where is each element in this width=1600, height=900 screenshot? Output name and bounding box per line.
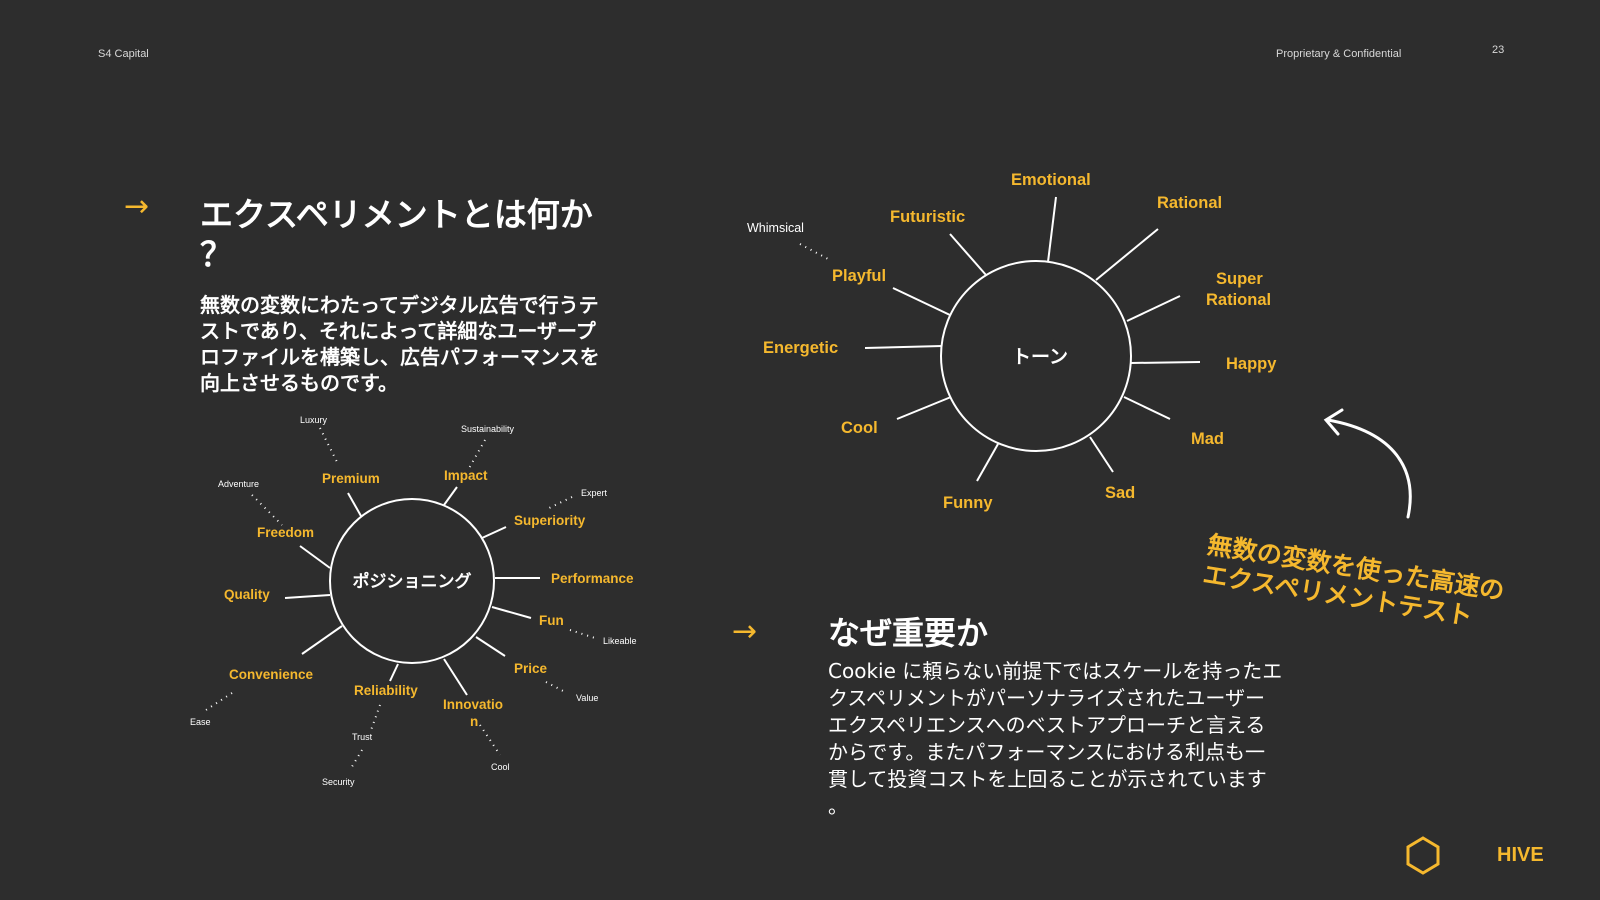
label-super: Super <box>1216 270 1263 288</box>
section1-body-line: ロファイルを構築し、広告パフォーマンスを <box>200 345 600 369</box>
hive-logo-icon <box>1406 836 1440 875</box>
label-premium: Premium <box>322 471 380 486</box>
curved-arrow-icon <box>1323 408 1412 519</box>
label-expert: Expert <box>581 488 608 498</box>
label-freedom: Freedom <box>257 525 314 540</box>
section2-body-line: 。 <box>828 794 848 818</box>
section2-body-line: Cookie に頼らない前提下ではスケールを持ったエ <box>828 659 1283 683</box>
label-likeable: Likeable <box>603 636 637 646</box>
section2-body: Cookie に頼らない前提下ではスケールを持ったエ クスペリメントがパーソナラ… <box>828 658 1282 820</box>
section1-title-line1: エクスペリメントとは何か <box>200 195 593 234</box>
hive-logo-text: HIVE <box>1497 844 1544 866</box>
label-price: Price <box>514 661 548 676</box>
label-ease: Ease <box>190 717 211 727</box>
section1-body: 無数の変数にわたってデジタル広告で行うテ ストであり、それによって詳細なユーザー… <box>200 292 600 396</box>
tone-center: トーン <box>1012 347 1068 368</box>
section2-body-line: エクスペリエンスへのベストアプローチと言える <box>828 713 1266 737</box>
svg-text:n: n <box>470 714 478 729</box>
label-superiority: Superiority <box>514 513 586 528</box>
section2-title: なぜ重要か <box>828 614 989 652</box>
label-luxury: Luxury <box>300 415 328 425</box>
label-convenience: Convenience <box>229 667 314 682</box>
label-sad: Sad <box>1105 484 1135 502</box>
section1-body-line: 無数の変数にわたってデジタル広告で行うテ <box>200 293 599 317</box>
label-rational: Rational <box>1157 194 1222 212</box>
section2-body-line: クスペリメントがパーソナライズされたユーザー <box>828 686 1265 710</box>
label-funny: Funny <box>943 494 993 512</box>
arrow-right-icon: → <box>124 189 150 224</box>
label-playful: Playful <box>832 267 886 285</box>
label-innovation: Innovatio <box>443 697 503 712</box>
label-adventure: Adventure <box>218 479 259 489</box>
label-super-rational: Rational <box>1206 291 1271 309</box>
section2-body-line: 貫して投資コストを上回ることが示されています <box>828 767 1267 791</box>
label-whimsical: Whimsical <box>747 221 804 235</box>
label-performance: Performance <box>551 571 634 586</box>
positioning-center: ポジショニング <box>353 571 472 591</box>
section1-title: エクスペリメントとは何か ？ <box>200 195 593 275</box>
header-company: S4 Capital <box>98 48 149 60</box>
label-happy: Happy <box>1226 355 1277 373</box>
label-emotional: Emotional <box>1011 171 1091 189</box>
arrow-right-icon: → <box>732 614 758 649</box>
label-cool-sub: Cool <box>491 762 510 772</box>
label-energetic: Energetic <box>763 339 838 357</box>
label-sustainability: Sustainability <box>461 424 515 434</box>
label-security: Security <box>322 777 355 787</box>
label-futuristic: Futuristic <box>890 208 965 226</box>
section2-body-line: からです。またパフォーマンスにおける利点も一 <box>828 740 1265 764</box>
label-value: Value <box>576 693 598 703</box>
section1-body-line: 向上させるものです。 <box>200 371 398 395</box>
section1-title-line2: ？ <box>200 235 233 274</box>
header-confidential: Proprietary & Confidential <box>1276 48 1402 60</box>
page-number: 23 <box>1492 44 1505 56</box>
label-fun: Fun <box>539 613 564 628</box>
label-cool: Cool <box>841 419 878 437</box>
section1-body-line: ストであり、それによって詳細なユーザープ <box>200 319 596 343</box>
label-reliability: Reliability <box>354 683 418 698</box>
label-trust: Trust <box>352 732 373 742</box>
label-impact: Impact <box>444 468 488 483</box>
label-mad: Mad <box>1191 430 1224 448</box>
label-quality: Quality <box>224 587 270 602</box>
